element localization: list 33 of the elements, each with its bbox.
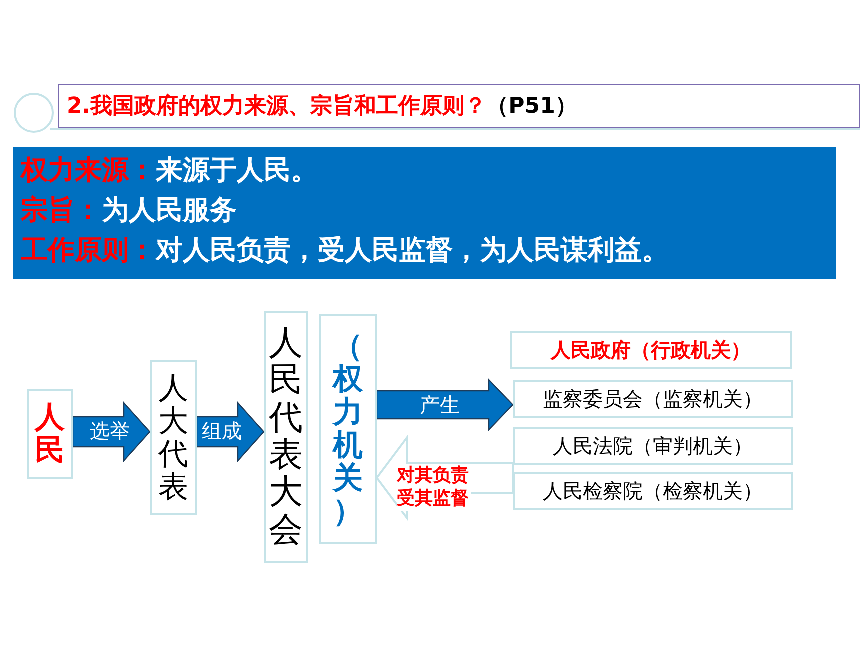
edge-label: 组成 xyxy=(202,418,242,444)
vertical-label-box xyxy=(264,311,308,563)
vertical-label-box xyxy=(27,389,73,479)
vertical-label: 人民 xyxy=(35,401,65,467)
answer-text: 为人民服务 xyxy=(102,195,237,226)
edge-label: 对其负责受其监督 xyxy=(397,464,471,511)
question-banner xyxy=(58,84,860,128)
page-reference: （P51） xyxy=(486,93,578,121)
block-arrow xyxy=(196,401,265,463)
block-arrow xyxy=(376,378,514,432)
organ-label: 人民检察院（检察机关） xyxy=(543,478,763,504)
vertical-label-box xyxy=(150,360,197,515)
answer-panel xyxy=(13,147,836,279)
organ-box xyxy=(510,331,792,369)
vertical-label: （权力机关） xyxy=(333,330,363,528)
answer-text: 来源于人民。 xyxy=(156,155,318,186)
answer-text: 对人民负责，受人民监督，为人民谋利益。 xyxy=(156,235,669,266)
answer-heading: 宗旨： xyxy=(21,195,102,226)
answer-heading: 工作原则： xyxy=(21,235,156,266)
edge-label: 产生 xyxy=(420,392,460,418)
organ-box xyxy=(513,380,793,418)
organ-box xyxy=(513,472,793,510)
vertical-label: 人大代表 xyxy=(158,372,188,504)
block-arrow xyxy=(72,401,151,463)
question-text: 2.我国政府的权力来源、宗旨和工作原则？ xyxy=(67,92,487,121)
organ-label: 人民政府（行政机关） xyxy=(551,336,751,364)
vertical-label: 人民代表大会 xyxy=(269,324,303,550)
answer-heading: 权力来源： xyxy=(21,155,156,186)
edge-label: 选举 xyxy=(90,418,130,444)
vertical-label-box xyxy=(319,314,377,544)
organ-label: 监察委员会（监察机关） xyxy=(543,386,763,412)
organ-box xyxy=(513,427,793,465)
organ-label: 人民法院（审判机关） xyxy=(553,432,753,460)
